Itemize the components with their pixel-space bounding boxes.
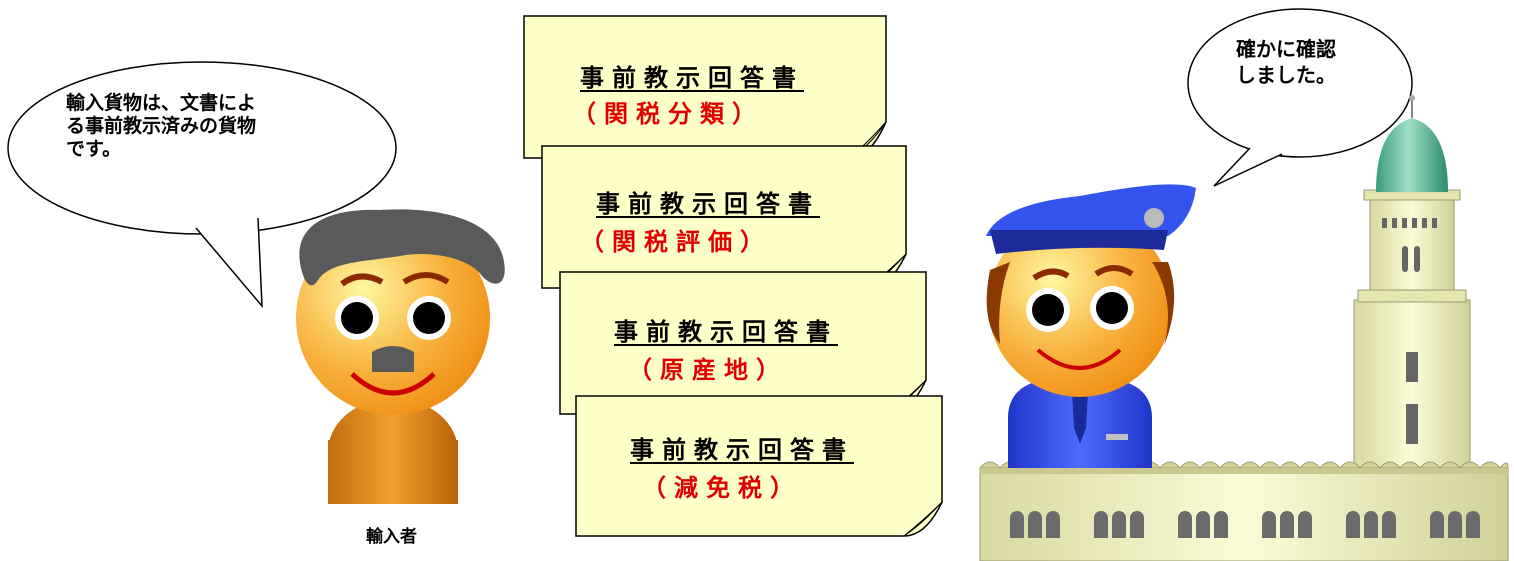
document-3-subtitle: （原産地） — [628, 356, 788, 384]
importer-speech-line-3: です。 — [66, 138, 122, 160]
importer-speech-line-2: る事前教示済みの貨物 — [66, 115, 257, 137]
importer-speech-bubble — [7, 61, 397, 309]
officer-speech-line-2: しました。 — [1236, 63, 1336, 87]
document-4-title: 事前教示回答書 — [630, 436, 854, 464]
document-3-title: 事前教示回答書 — [614, 318, 838, 346]
importer-speech-line-1: 輸入貨物は、文書によ — [66, 92, 257, 114]
document-2-subtitle: （関税評価） — [580, 228, 772, 256]
document-2-title: 事前教示回答書 — [596, 190, 820, 218]
officer-speech-bubble — [1187, 8, 1413, 187]
document-note-4 — [575, 395, 943, 537]
document-1-title: 事前教示回答書 — [580, 64, 804, 92]
customs-officer-figure — [986, 184, 1196, 468]
importer-caption: 輸入者 — [366, 527, 417, 547]
document-1-subtitle: （関税分類） — [572, 100, 764, 128]
document-4-subtitle: （減免税） — [642, 474, 802, 502]
importer-speech-text: 輸入貨物は、文書によ る事前教示済みの貨物 です。 — [66, 92, 256, 161]
importer-figure — [296, 209, 505, 504]
officer-speech-text: 確かに確認 しました。 — [1236, 36, 1336, 88]
officer-speech-line-1: 確かに確認 — [1236, 37, 1336, 61]
customs-building — [978, 95, 1509, 561]
